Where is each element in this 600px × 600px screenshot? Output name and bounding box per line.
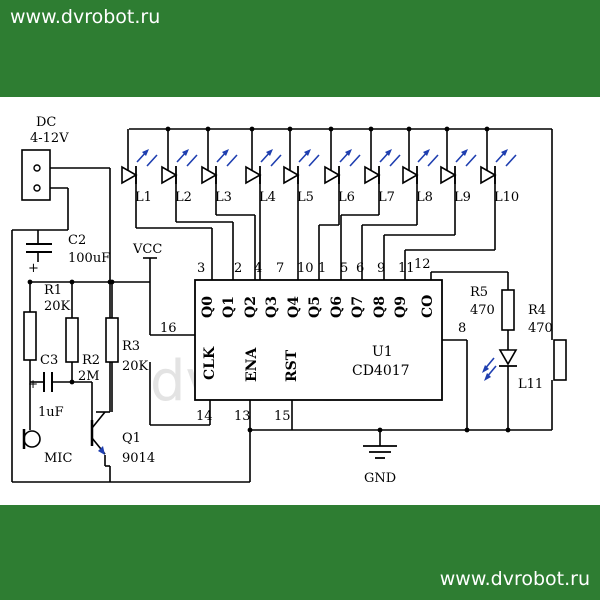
led-l8: L8: [402, 149, 440, 205]
c2-value: 100uF: [68, 251, 110, 266]
led-label: L5: [297, 190, 314, 205]
r5-value: 470: [470, 303, 495, 318]
dc-voltage: 4-12V: [30, 131, 69, 146]
led-label: L2: [175, 190, 192, 205]
ic-pin-q9: Q9: [393, 296, 409, 318]
c3-plus-sign: +: [28, 377, 38, 391]
header-band: [0, 0, 600, 97]
led-label: L8: [416, 190, 433, 205]
r2-ref: R2: [82, 353, 100, 368]
gnd-label: GND: [364, 471, 396, 486]
microphone: [22, 429, 41, 449]
ic-part: CD4017: [352, 363, 410, 379]
site-url-bottom[interactable]: www.dvrobot.ru: [439, 568, 590, 590]
q1-ref: Q1: [122, 431, 141, 446]
ic-pin-number: 5: [340, 261, 348, 276]
ic-pin-number: 6: [356, 261, 364, 276]
led-label: L3: [215, 190, 232, 205]
led-l3: L3: [201, 149, 239, 205]
led-l9: L9: [440, 149, 478, 205]
ic-pin-number: 9: [377, 261, 385, 276]
ic-pin-q8: Q8: [372, 296, 388, 318]
c2-plus: C2: [68, 233, 86, 248]
led-l4: L4: [245, 149, 283, 205]
ic-pin-vss-number: 8: [458, 321, 466, 336]
resistor-r1: [23, 311, 37, 361]
led-l6: L6: [324, 149, 362, 205]
ic-pin-clk-number: 14: [196, 409, 213, 424]
ic-pin-ena-number: 13: [234, 409, 251, 424]
ic-pin-q7: Q7: [350, 296, 366, 318]
mic-label: MIC: [44, 451, 72, 466]
r3-value: 20K: [122, 359, 149, 374]
vcc-label: VCC: [132, 242, 162, 257]
resistor-r4: [553, 339, 567, 381]
r1-value: 20K: [44, 299, 71, 314]
resistor-r2: [65, 317, 79, 363]
led-label: L6: [338, 190, 355, 205]
ic-pin-rst-label: RST: [284, 349, 300, 382]
r5-ref: R5: [470, 285, 488, 300]
led-label: L9: [454, 190, 471, 205]
footer-band: [0, 505, 600, 600]
ic-pin-q5: Q5: [307, 296, 323, 318]
c3-value: 1uF: [38, 405, 64, 420]
wires: [11, 126, 553, 483]
ic-pin-q0: Q0: [200, 296, 216, 318]
led-l10: L10: [480, 149, 519, 205]
led-label: L1: [135, 190, 152, 205]
ic-pin-q4: Q4: [286, 296, 302, 318]
led-l1: L1: [121, 149, 160, 205]
ic-u1-body: [194, 279, 443, 401]
ic-pin-q2: Q2: [243, 296, 259, 318]
ic-pin-ena-label: ENA: [244, 347, 260, 382]
r2-value: 2M: [78, 369, 100, 384]
led-array: L1 L2 L3 L4 L5 L6 L7 L8 L9 L10: [121, 149, 519, 205]
led-label: L10: [494, 190, 519, 205]
led-label: L4: [259, 190, 276, 205]
capacitor-c2: [26, 243, 52, 253]
ic-ref: U1: [372, 344, 393, 360]
resistor-r3: [105, 317, 119, 363]
site-url-top[interactable]: www.dvrobot.ru: [10, 6, 161, 28]
c2-plus-sign: +: [28, 261, 39, 276]
ic-pin-co-number: 12: [414, 257, 431, 272]
ic-pin-number: 1: [318, 261, 326, 276]
capacitor-c3: [43, 372, 53, 392]
ic-pin-number: 11: [398, 261, 415, 276]
ic-pin-clk-label: CLK: [202, 346, 218, 380]
ic-pin-number: 2: [234, 261, 242, 276]
led-l5: L5: [283, 149, 321, 205]
r4-value: 470: [528, 321, 553, 336]
led-label: L7: [378, 190, 395, 205]
ic-pin-number: 7: [276, 261, 284, 276]
r1-ref: R1: [44, 283, 62, 298]
ground-symbol: [363, 445, 397, 459]
ic-pin-number: 3: [197, 261, 205, 276]
dc-connector: [21, 149, 51, 201]
resistor-r5: [501, 289, 515, 331]
led-l11: [482, 349, 518, 381]
led-l7: L7: [364, 149, 402, 205]
led-l2: L2: [161, 149, 199, 205]
q1-value: 9014: [122, 451, 155, 466]
q1-emitter-arrow: [98, 446, 105, 455]
ic-pin-q3: Q3: [264, 296, 280, 318]
ic-pin-rst-number: 15: [274, 409, 291, 424]
ic-pin-number: 4: [254, 261, 262, 276]
l11-label: L11: [518, 377, 543, 392]
dc-label: DC: [36, 115, 56, 130]
r4-ref: R4: [528, 303, 546, 318]
r3-ref: R3: [122, 339, 140, 354]
ic-pin-number: 10: [297, 261, 314, 276]
ic-pin-vdd-number: 16: [160, 321, 177, 336]
ic-pin-q6: Q6: [329, 296, 345, 318]
c3-ref: C3: [40, 353, 58, 368]
ic-pin-co-label: CO: [420, 295, 436, 318]
ic-pin-q1: Q1: [221, 296, 237, 318]
